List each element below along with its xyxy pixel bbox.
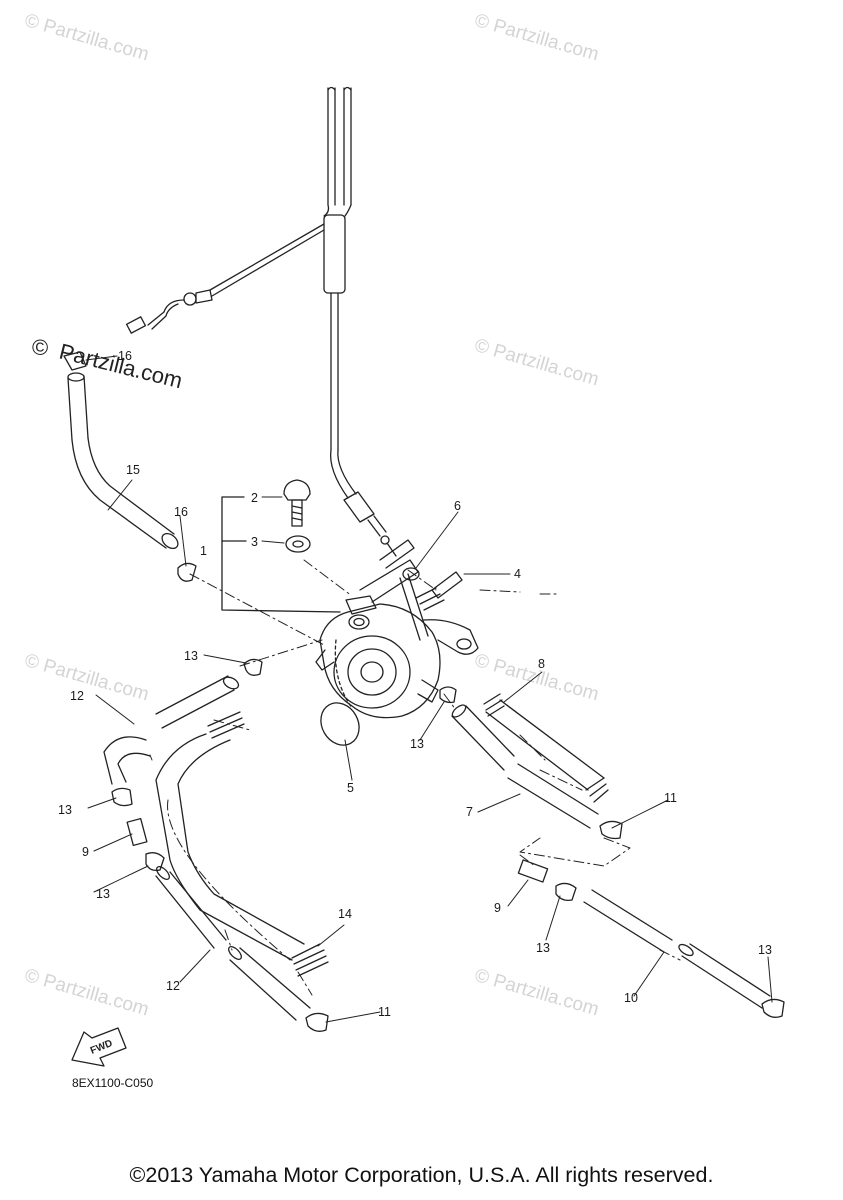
- callout-4: 4: [514, 567, 521, 581]
- callout-2: 2: [251, 491, 258, 505]
- callout-13-b: 13: [410, 737, 424, 751]
- callout-16-top: 16: [118, 349, 132, 363]
- callout-6: 6: [454, 499, 461, 513]
- cable: [323, 86, 397, 557]
- copyright-notice: ©2013 Yamaha Motor Corporation, U.S.A. A…: [129, 1163, 714, 1187]
- callout-15: 15: [126, 463, 140, 477]
- sensor-cable: [125, 223, 325, 334]
- leader-lines: [85, 355, 773, 1023]
- hose-8: [483, 693, 609, 803]
- callout-13-e: 13: [536, 941, 550, 955]
- o-ring: [320, 702, 360, 746]
- callout-10: 10: [624, 991, 638, 1005]
- callout-13-c: 13: [58, 803, 72, 817]
- hose-10: [583, 889, 785, 1018]
- hose-15: [63, 351, 179, 550]
- callout-12-lower: 12: [166, 979, 180, 993]
- callout-11-bottom: 11: [378, 1005, 391, 1019]
- callout-9-left: 9: [82, 845, 89, 859]
- callout-14: 14: [338, 907, 352, 921]
- bracket: [379, 539, 463, 611]
- oil-pump: [315, 559, 479, 719]
- callout-5: 5: [347, 781, 354, 795]
- diagram-code: 8EX1100-C050: [72, 1076, 153, 1090]
- callout-13-a: 13: [184, 649, 198, 663]
- hose-clamp: [177, 562, 197, 582]
- hose-14: [155, 711, 329, 977]
- hose-7: [439, 686, 623, 840]
- callout-1: 1: [200, 544, 207, 558]
- callout-16-right: 16: [174, 505, 188, 519]
- callout-8: 8: [538, 657, 545, 671]
- joint: [517, 859, 549, 883]
- callout-3: 3: [251, 535, 258, 549]
- fwd-arrow: [71, 1027, 127, 1067]
- callout-12-upper: 12: [70, 689, 84, 703]
- callout-13-f: 13: [758, 943, 772, 957]
- featured-watermark: Partzilla.com: [57, 339, 185, 394]
- callout-11-right: 11: [664, 791, 677, 805]
- callout-bracket: [221, 496, 341, 613]
- callout-9-right: 9: [494, 901, 501, 915]
- watermark-copyright-symbol: ©: [32, 335, 48, 360]
- callout-13-d: 13: [96, 887, 110, 901]
- hose-12-upper: [103, 658, 263, 785]
- callout-7: 7: [466, 805, 473, 819]
- hose-12-lower: [155, 866, 329, 1032]
- joint: [126, 817, 148, 847]
- washer: [285, 535, 311, 553]
- bolt: [283, 479, 311, 527]
